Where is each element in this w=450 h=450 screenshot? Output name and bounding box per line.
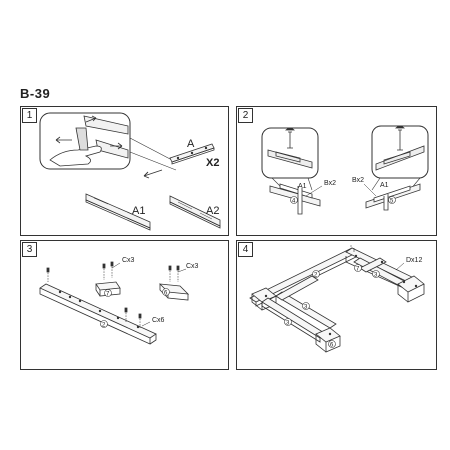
step-1-panel [20, 106, 229, 236]
part-3c-step4: 3 [374, 273, 378, 279]
label-a: A [187, 138, 195, 150]
label-a1: A1 [132, 205, 145, 217]
label-a1-left: A1 [298, 183, 307, 190]
step-2-number: 2 [238, 108, 253, 123]
step-4-panel [236, 240, 437, 370]
hand-detail-callout [39, 112, 131, 170]
label-a2: A2 [206, 205, 219, 217]
part-6-step4: 6 [330, 343, 334, 349]
label-a1-right: A1 [380, 182, 389, 189]
part-3a-step4: 3 [304, 305, 308, 311]
slide-rail-a1 [85, 193, 151, 231]
bracket-4 [269, 183, 321, 215]
step-3-panel [20, 240, 229, 370]
part-4-left: 4 [292, 199, 296, 205]
separate-arrow [143, 169, 163, 179]
screw-callout-left [261, 127, 319, 179]
step-1-number: 1 [22, 108, 37, 123]
long-board-2 [39, 267, 157, 345]
label-cx3-left: Cx3 [122, 257, 135, 264]
step-2-panel [236, 106, 437, 236]
bracket-5 [365, 183, 421, 211]
page-label: B-39 [20, 86, 51, 101]
part-2-step3: 2 [102, 323, 106, 329]
screw-callout-right [371, 125, 429, 179]
label-bx2-right: Bx2 [352, 177, 364, 184]
slide-rail-a2 [169, 195, 221, 229]
step-3-number: 3 [22, 242, 37, 257]
slide-rail-a [169, 143, 215, 165]
label-x2: X2 [206, 157, 219, 169]
label-cx6: Cx6 [152, 317, 165, 324]
part-6-step3: 6 [164, 291, 168, 297]
part-7-step4: 7 [356, 267, 360, 273]
label-dx12: Dx12 [406, 257, 422, 264]
step-4-number: 4 [238, 242, 253, 257]
assembled-frame [249, 245, 425, 353]
label-cx3-right: Cx3 [186, 263, 199, 270]
part-3b-step4: 3 [286, 321, 290, 327]
part-5-right: 5 [390, 199, 394, 205]
label-bx2-left: Bx2 [324, 180, 336, 187]
part-7-step3: 7 [106, 292, 110, 298]
part-2-step4: 2 [314, 273, 318, 279]
